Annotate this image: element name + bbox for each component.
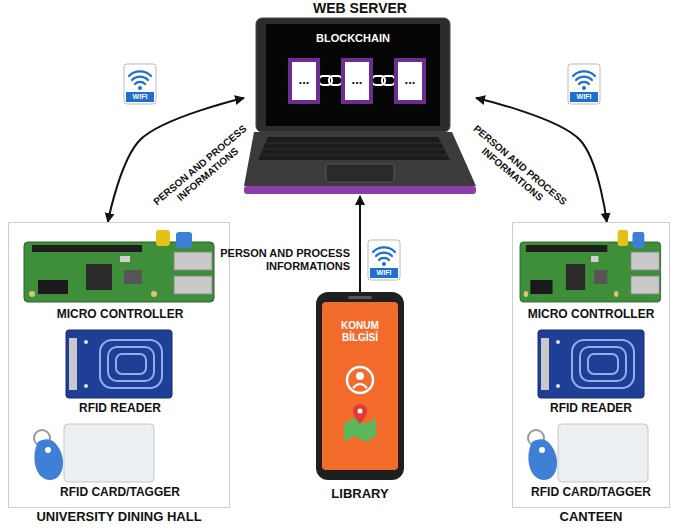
wifi-label: WIFI: [570, 92, 598, 102]
component-label: MICRO CONTROLLER: [15, 307, 225, 321]
rfid-tag: [34, 430, 63, 480]
component-label: RFID CARD/TAGGER: [15, 485, 225, 499]
block-text: ...: [292, 72, 316, 88]
block: ...: [288, 58, 320, 104]
block-text: ...: [345, 72, 369, 88]
rfid-reader-board: [66, 330, 172, 398]
station-name: UNIVERSITY DINING HALL: [5, 509, 233, 525]
microcontroller: MICRO CONTROLLER: [519, 227, 663, 325]
screen-title: BLOCKCHAIN: [266, 32, 440, 45]
edge-label: PERSON AND PROCESS INFORMATIONS: [149, 121, 259, 219]
phone-label: LIBRARY: [302, 486, 418, 502]
data-flow-arrow: [359, 196, 361, 292]
rfid-reader: RFID READER: [519, 327, 663, 419]
station-panel: UNIVERSITY DINING HALLMICRO CONTROLLERRF…: [8, 222, 230, 508]
rfid-card: [64, 424, 154, 482]
edge-label: PERSON AND PROCESS INFORMATIONS: [200, 247, 350, 273]
wifi-icon: [568, 64, 600, 104]
block-text: ...: [398, 72, 422, 88]
server-heading: WEB SERVER: [244, 0, 476, 16]
rfid-reader-board: [538, 330, 644, 398]
microcontroller: MICRO CONTROLLER: [15, 227, 225, 325]
wifi-icon: [368, 240, 400, 280]
phone-screen-text: KONUM BİLGİSİ: [332, 320, 388, 344]
edge-label: PERSON AND PROCESS INFORMATIONS: [461, 121, 571, 219]
station-name: CANTEEN: [513, 509, 669, 525]
component-label: RFID READER: [519, 401, 663, 415]
wifi-label: WIFI: [126, 92, 154, 102]
rfid-card: RFID CARD/TAGGER: [15, 421, 225, 505]
component-label: RFID CARD/TAGGER: [519, 485, 663, 499]
rfid-tag: [528, 430, 557, 480]
station-panel: CANTEENMICRO CONTROLLERRFID READERRFID C…: [512, 222, 670, 508]
microcontroller-board: [520, 230, 661, 302]
component-label: MICRO CONTROLLER: [519, 307, 663, 321]
block: ...: [341, 58, 373, 104]
phone: KONUM BİLGİSİLIBRARY: [312, 292, 408, 504]
wifi-icon: [124, 64, 156, 104]
wifi-label: WIFI: [370, 268, 398, 278]
rfid-reader: RFID READER: [15, 327, 225, 419]
web-server: WEB SERVER BLOCKCHAIN.........: [244, 0, 476, 196]
component-label: RFID READER: [15, 401, 225, 415]
blockchain-screen: BLOCKCHAIN.........: [266, 24, 440, 126]
rfid-card: [558, 424, 648, 482]
block: ...: [394, 58, 426, 104]
rfid-card: RFID CARD/TAGGER: [519, 421, 663, 505]
microcontroller-board: [24, 230, 214, 302]
laptop-illustration: [244, 18, 476, 194]
phone-illustration: [316, 292, 404, 480]
